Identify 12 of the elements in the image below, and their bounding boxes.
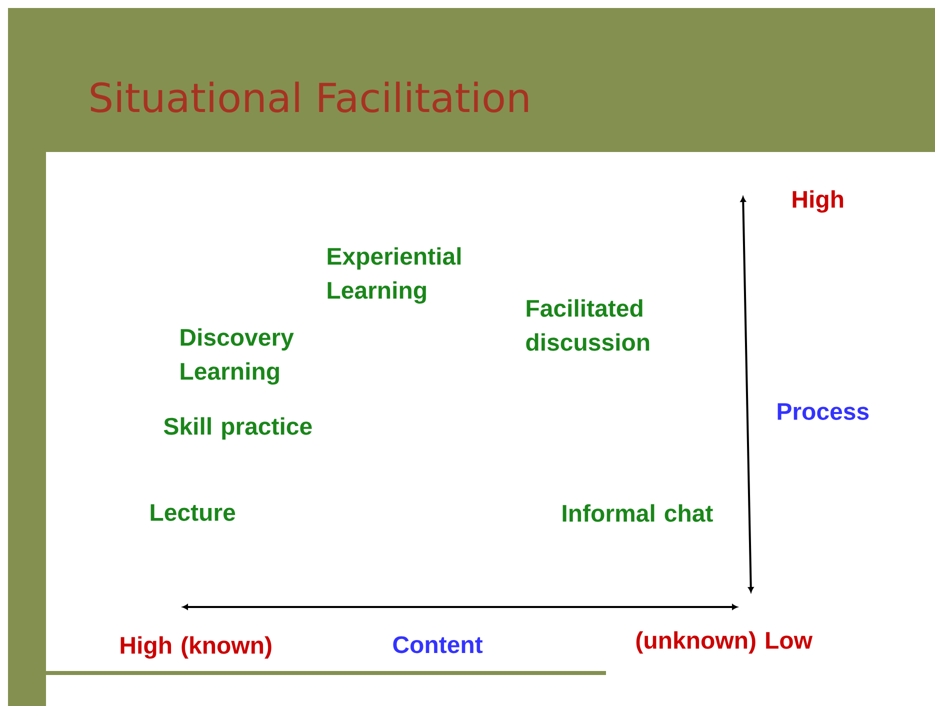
axis-end-label: High	[792, 190, 844, 213]
activity-label: Discovery Learning	[180, 328, 294, 385]
activity-label: Experiential Learning	[328, 247, 461, 304]
slide-title: Situational Facilitation	[90, 82, 528, 113]
axis-end-label: High (known)	[120, 636, 272, 659]
axis-title: Content	[393, 636, 483, 654]
activity-label: Lecture	[150, 504, 236, 521]
activity-label: Facilitated discussion	[526, 299, 650, 351]
activity-label: Skill practice	[164, 417, 312, 440]
axis-title: Process	[778, 403, 869, 420]
activity-label: Informal chat	[562, 504, 713, 522]
axis-end-label: (unknown) Low	[636, 631, 813, 654]
